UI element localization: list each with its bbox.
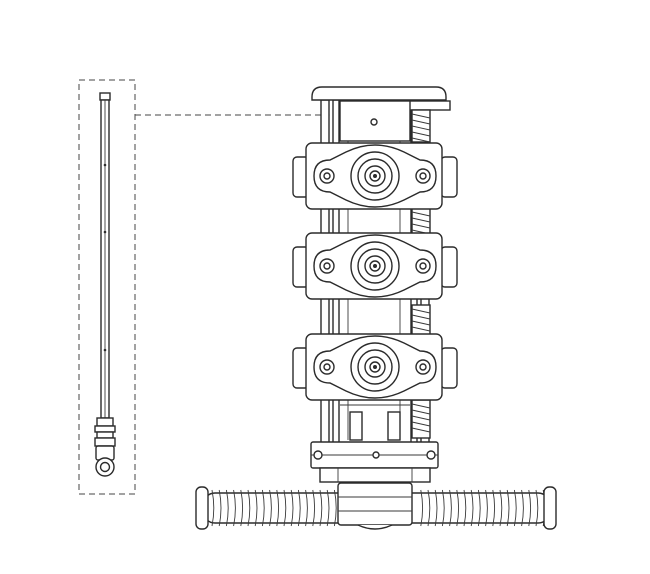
- coil-rib: [333, 489, 337, 527]
- pump-stage: [292, 333, 458, 401]
- coil-rib: [513, 489, 517, 527]
- coil-rib: [463, 489, 467, 527]
- coil-rib: [225, 489, 229, 527]
- coil-rib: [319, 489, 323, 527]
- coil-rib: [521, 489, 524, 527]
- coil-rib: [305, 489, 308, 527]
- coil-rib: [420, 489, 424, 527]
- coil-rib: [485, 489, 488, 527]
- coil-rib: [312, 489, 316, 527]
- coil-rib: [290, 489, 294, 527]
- coil-rib: [297, 489, 301, 527]
- coil-rib: [470, 489, 474, 527]
- coil-rib: [528, 489, 532, 527]
- spring-middle-lower: [411, 304, 431, 336]
- coil-rib: [535, 489, 539, 527]
- coil-rib: [261, 489, 265, 527]
- spring-upper: [411, 109, 431, 143]
- coil-rib: [276, 489, 280, 527]
- spring-lower: [411, 399, 431, 439]
- coil-rib: [506, 489, 510, 527]
- pump-stage: [292, 142, 458, 210]
- coil-rib: [427, 489, 431, 527]
- rod-detail-view: [78, 79, 330, 495]
- coil-rib: [499, 489, 503, 527]
- coil-rib: [283, 489, 287, 527]
- coil-rib: [240, 489, 244, 527]
- coil-rib: [247, 489, 251, 527]
- coil-rib: [211, 489, 215, 527]
- coil-rib: [477, 489, 481, 527]
- coil-rib: [449, 489, 452, 527]
- coil-rib: [254, 489, 258, 527]
- bottom-clamp: [310, 441, 439, 483]
- lower-guides: [340, 404, 410, 441]
- coil-rib: [218, 489, 222, 527]
- pump-stage: [292, 232, 458, 300]
- coil-rib: [434, 489, 438, 527]
- coil-rib: [269, 489, 272, 527]
- pump-assembly: [195, 86, 557, 530]
- rod-part: [94, 92, 116, 477]
- coil-rib: [441, 489, 445, 527]
- coil-rib: [456, 489, 460, 527]
- coil-rib: [492, 489, 496, 527]
- bottom-roller: [195, 482, 557, 530]
- detail-dashed-frame: [78, 79, 136, 495]
- top-cap: [311, 86, 451, 142]
- coil-rib: [326, 489, 330, 527]
- spring-middle-upper: [411, 207, 431, 235]
- coil-rib: [233, 489, 236, 527]
